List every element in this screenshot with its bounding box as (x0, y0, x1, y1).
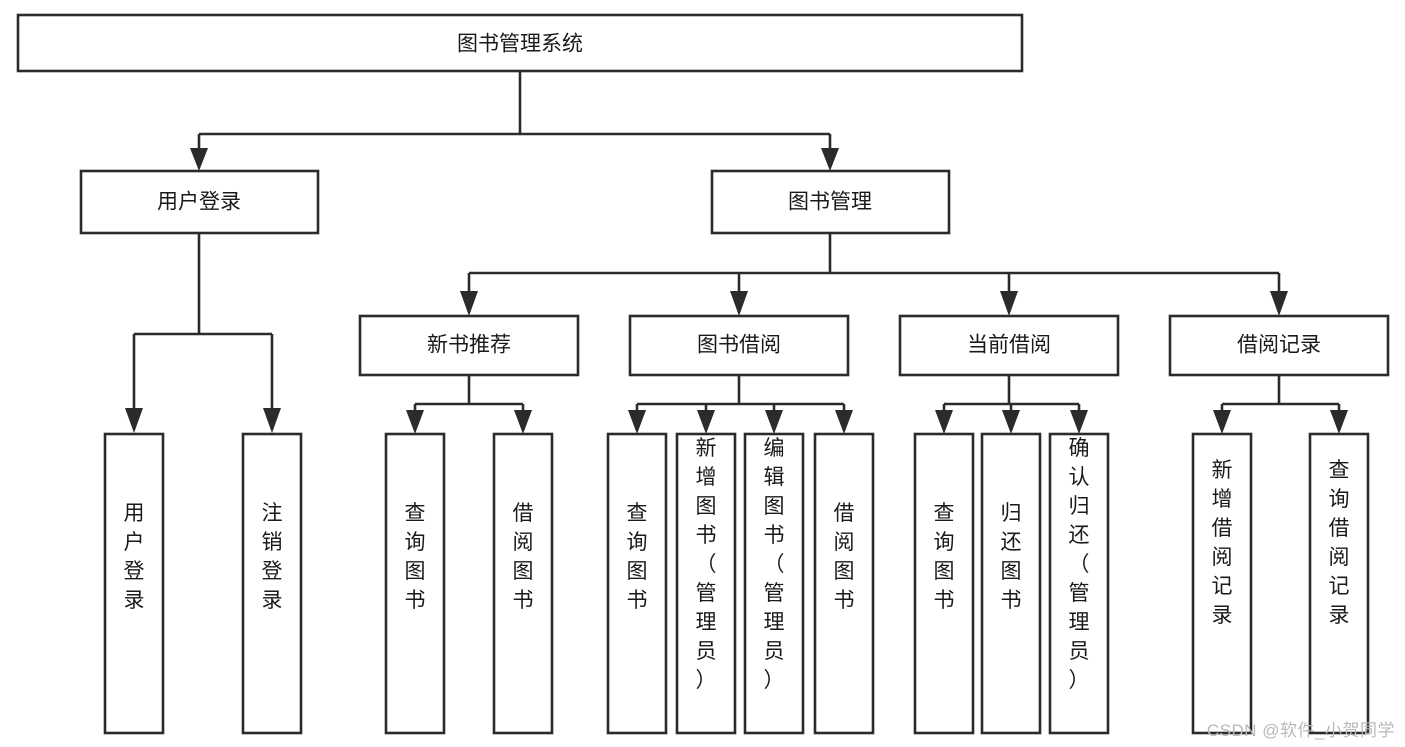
node-book-borrow-label: 图书借阅 (697, 334, 781, 357)
node-borrow-record[interactable]: 借阅记录 (1168, 314, 1390, 377)
arrow-head-icon (935, 410, 953, 434)
arrow-head-icon (628, 410, 646, 434)
leaf-label: 借阅图书 (513, 502, 534, 612)
node-book-borrow-box[interactable] (628, 314, 850, 377)
node-borrow-record-label: 借阅记录 (1237, 334, 1321, 357)
connector-group-user-login (125, 233, 281, 433)
connector-group-borrow-record (1213, 375, 1348, 434)
leaf-label: 查询图书 (934, 502, 955, 612)
node-user-login-box[interactable] (79, 169, 320, 235)
arrow-head-icon (406, 410, 424, 434)
node-leaf[interactable]: 编辑图书（管理员） (743, 432, 805, 735)
arrow-head-icon (821, 148, 839, 171)
node-current-borrow-label: 当前借阅 (967, 334, 1051, 357)
leaf-box[interactable] (103, 432, 165, 735)
node-leaf[interactable]: 查询图书 (913, 432, 975, 735)
leaf-box[interactable] (980, 432, 1042, 735)
arrow-head-icon (1330, 410, 1348, 434)
node-current-borrow-box[interactable] (898, 314, 1120, 377)
arrow-head-icon (1002, 410, 1020, 434)
leaf-label: 编辑图书（管理员） (764, 437, 785, 692)
leaf-box[interactable] (813, 432, 875, 735)
arrow-head-icon (697, 410, 715, 434)
node-book-management[interactable]: 图书管理 (710, 169, 951, 235)
node-leaf[interactable]: 注销登录 (241, 432, 303, 735)
node-leaf[interactable]: 新增图书（管理员） (675, 432, 737, 735)
node-root-label: 图书管理系统 (457, 33, 583, 56)
node-leaf[interactable]: 借阅图书 (492, 432, 554, 735)
leaf-label: 查询借阅记录 (1329, 459, 1350, 627)
leaf-label: 查询图书 (405, 502, 426, 612)
node-leaf[interactable]: 查询图书 (384, 432, 446, 735)
leaf-box[interactable] (913, 432, 975, 735)
arrow-head-icon (730, 291, 748, 316)
connector-group-current-borrow (935, 375, 1088, 434)
node-root[interactable]: 图书管理系统 (16, 13, 1024, 73)
node-book-borrow[interactable]: 图书借阅 (628, 314, 850, 377)
node-leaf[interactable]: 借阅图书 (813, 432, 875, 735)
arrow-head-icon (765, 410, 783, 434)
arrow-head-icon (263, 408, 281, 433)
node-leaf[interactable]: 查询借阅记录 (1308, 432, 1370, 735)
arrow-head-icon (1000, 291, 1018, 316)
node-leaf[interactable]: 新增借阅记录 (1191, 432, 1253, 735)
leaf-box[interactable] (1048, 432, 1110, 735)
connector-group-root (190, 71, 839, 171)
leaf-label: 用户登录 (124, 502, 145, 612)
arrow-head-icon (1070, 410, 1088, 434)
leaf-box[interactable] (743, 432, 805, 735)
arrow-head-icon (835, 410, 853, 434)
leaf-box[interactable] (384, 432, 446, 735)
arrow-head-icon (125, 408, 143, 433)
connector-group-book-management (460, 233, 1288, 316)
leaf-label: 借阅图书 (834, 502, 855, 612)
leaf-box[interactable] (675, 432, 737, 735)
node-leaf[interactable]: 查询图书 (606, 432, 668, 735)
node-root-box[interactable] (16, 13, 1024, 73)
node-new-book-recommend-label: 新书推荐 (427, 334, 511, 357)
leaf-box[interactable] (241, 432, 303, 735)
leaf-box[interactable] (606, 432, 668, 735)
arrow-head-icon (514, 410, 532, 434)
connector-group-new-book-recommend (406, 375, 532, 434)
node-new-book-recommend-box[interactable] (358, 314, 580, 377)
leaf-label: 注销登录 (262, 502, 283, 612)
arrow-head-icon (1270, 291, 1288, 316)
arrow-head-icon (190, 148, 208, 171)
node-leaf[interactable]: 归还图书 (980, 432, 1042, 735)
node-user-login-label: 用户登录 (157, 191, 241, 214)
leaf-label: 确认归还（管理员） (1069, 437, 1090, 692)
connector-group-book-borrow (628, 375, 853, 434)
node-book-management-box[interactable] (710, 169, 951, 235)
leaf-box[interactable] (1191, 432, 1253, 735)
arrow-head-icon (460, 291, 478, 316)
leaf-label: 查询图书 (627, 502, 648, 612)
leaf-label: 新增图书（管理员） (696, 437, 717, 692)
leaf-label: 新增借阅记录 (1212, 459, 1233, 627)
node-book-management-label: 图书管理 (788, 191, 872, 214)
node-current-borrow[interactable]: 当前借阅 (898, 314, 1120, 377)
arrow-head-icon (1213, 410, 1231, 434)
leaf-box[interactable] (492, 432, 554, 735)
node-user-login[interactable]: 用户登录 (79, 169, 320, 235)
node-borrow-record-box[interactable] (1168, 314, 1390, 377)
leaf-box[interactable] (1308, 432, 1370, 735)
node-leaf[interactable]: 确认归还（管理员） (1048, 432, 1110, 735)
node-leaf[interactable]: 用户登录 (103, 432, 165, 735)
leaf-label: 归还图书 (1001, 502, 1022, 612)
node-new-book-recommend[interactable]: 新书推荐 (358, 314, 580, 377)
